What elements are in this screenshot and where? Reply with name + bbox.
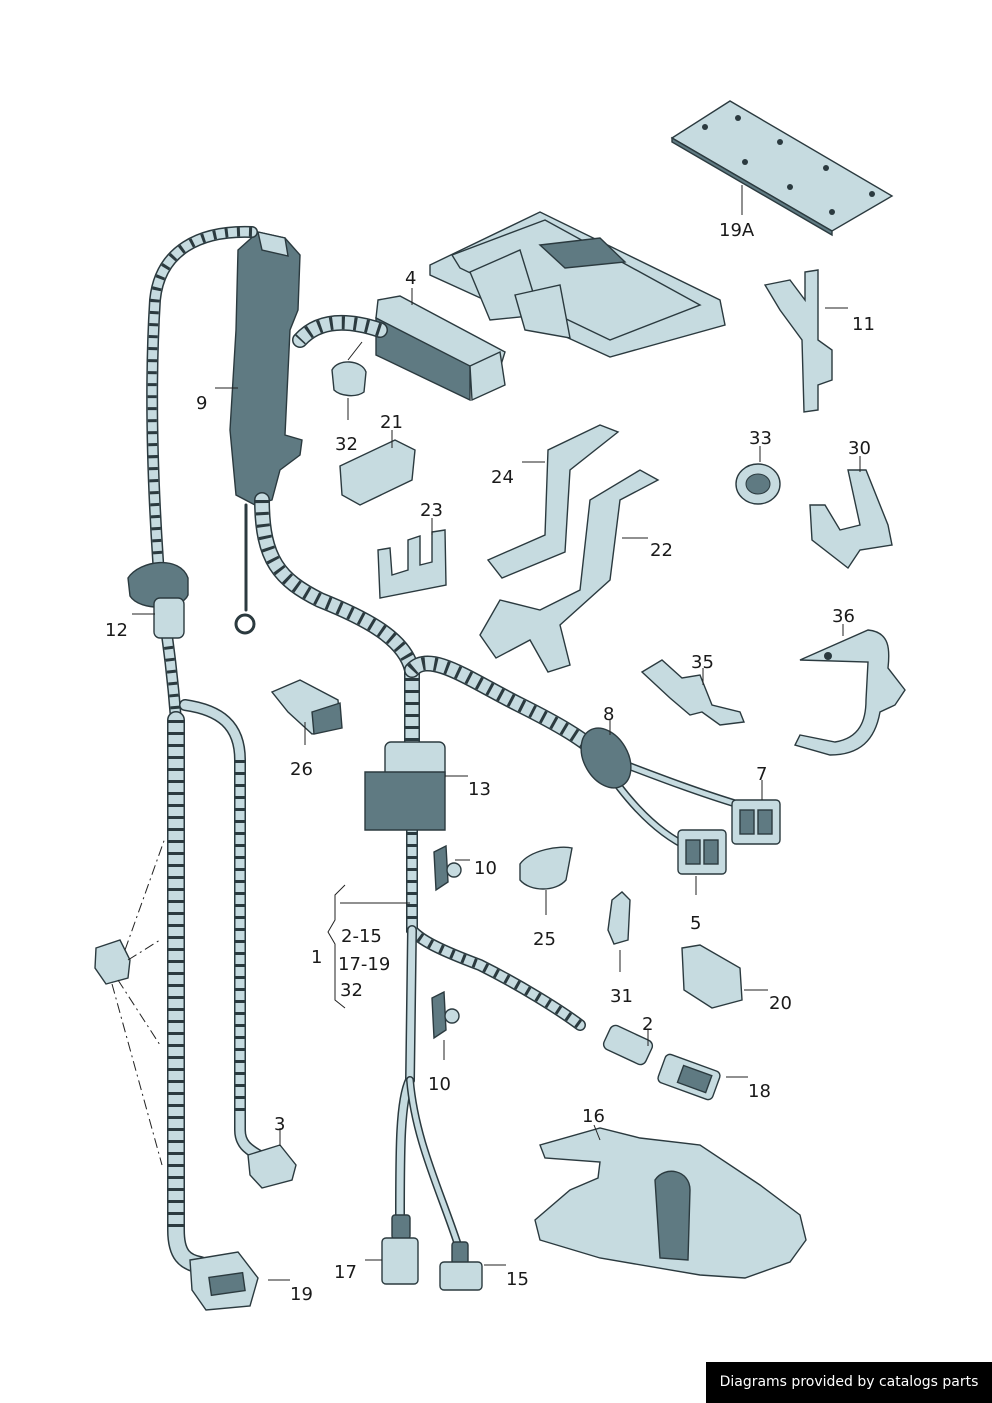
label-24: 24	[491, 467, 514, 488]
connector-5	[677, 829, 727, 875]
bracket-22	[479, 469, 660, 673]
connector-7	[731, 799, 781, 845]
clamp-25	[519, 846, 573, 890]
label-35: 35	[691, 652, 714, 673]
label-30: 30	[848, 438, 871, 459]
label-36: 36	[832, 606, 855, 627]
connector-2	[602, 1024, 654, 1066]
bracket-24	[486, 424, 620, 579]
label-7: 7	[756, 764, 767, 785]
bracket-35	[640, 659, 745, 726]
label-10-upper: 10	[474, 858, 497, 879]
clip-32	[331, 341, 367, 397]
label-33: 33	[749, 428, 772, 449]
label-13: 13	[468, 779, 491, 800]
label-21: 21	[380, 412, 403, 433]
label-8: 8	[603, 704, 614, 725]
cover-20	[681, 944, 743, 1009]
label-11: 11	[852, 314, 875, 335]
label-3: 3	[274, 1114, 285, 1135]
bracket-23	[377, 529, 447, 599]
credit-banner: Diagrams provided by catalogs parts	[706, 1362, 992, 1403]
label-17-19: 17-19	[338, 954, 390, 975]
callout-labels: 19A 11 4 9 32 21 24 22 23 33 30 12 36 35…	[105, 220, 875, 1305]
clip-31	[607, 891, 631, 945]
ground-wire	[234, 503, 256, 635]
label-12: 12	[105, 620, 128, 641]
clip-33	[735, 463, 781, 505]
holder-clip	[94, 837, 166, 1166]
label-4: 4	[405, 268, 416, 289]
clip-10-upper	[433, 844, 462, 892]
label-25: 25	[533, 929, 556, 950]
bracket-36	[793, 629, 906, 756]
label-32-lower: 32	[340, 980, 363, 1001]
label-5: 5	[690, 913, 701, 934]
label-1: 1	[311, 947, 322, 968]
label-20: 20	[769, 993, 792, 1014]
label-22: 22	[650, 540, 673, 561]
label-23: 23	[420, 500, 443, 521]
label-26: 26	[290, 759, 313, 780]
connector-18	[657, 1053, 721, 1101]
sensor-15	[439, 1241, 483, 1291]
clip-10-lower	[431, 990, 460, 1040]
label-2-15: 2-15	[341, 926, 382, 947]
label-31: 31	[610, 986, 633, 1007]
grommet-8	[580, 727, 632, 789]
leader-lines	[132, 185, 861, 1281]
label-15: 15	[506, 1269, 529, 1290]
mounting-plate-19a	[670, 100, 894, 237]
clip-26	[270, 679, 343, 735]
label-10-lower: 10	[428, 1074, 451, 1095]
grommet-12	[127, 561, 189, 639]
cable-duct-9	[229, 231, 303, 506]
bracket-11	[763, 269, 833, 413]
label-9: 9	[196, 393, 207, 414]
bracket-30	[809, 469, 893, 570]
wiring-harness	[146, 225, 744, 1274]
label-19: 19	[290, 1284, 313, 1305]
label-2: 2	[642, 1014, 653, 1035]
label-18: 18	[748, 1081, 771, 1102]
label-17: 17	[334, 1262, 357, 1283]
control-unit	[429, 211, 726, 358]
label-19a: 19A	[719, 220, 755, 241]
sensor-17	[381, 1214, 419, 1285]
connector-19	[189, 1251, 259, 1311]
grommet-13	[364, 741, 446, 831]
connector-4	[375, 295, 506, 402]
label-16: 16	[582, 1106, 605, 1127]
label-32-upper: 32	[335, 434, 358, 455]
bracket-21	[339, 439, 416, 506]
heat-shield-16	[534, 1127, 807, 1279]
